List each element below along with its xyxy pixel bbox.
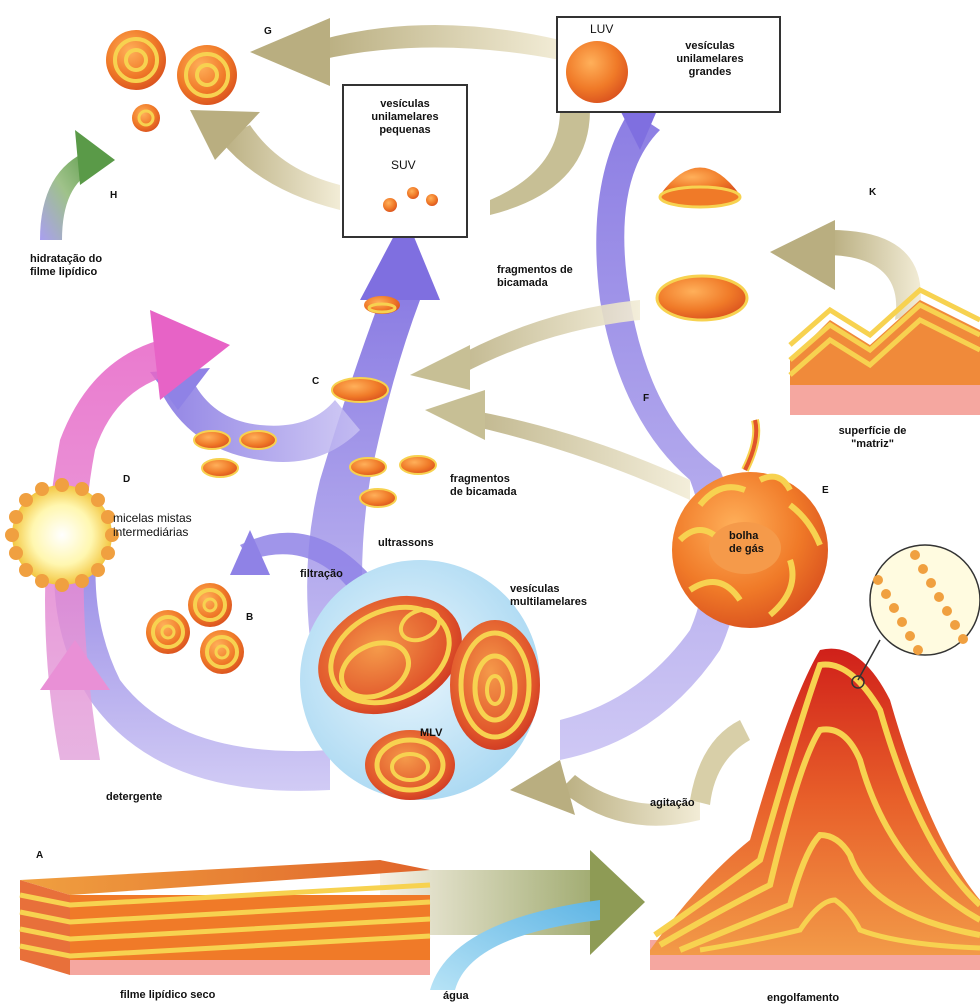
mlv-label: MLV (420, 727, 442, 740)
luv-description: vesículas unilamelares grandes (655, 40, 765, 79)
mlv-description: vesículas multilamelares (510, 583, 587, 609)
matrix-label: superfície de "matriz" (825, 425, 920, 451)
gas-bubble-label: bolha de gás (729, 530, 764, 556)
dry-film-label: filme lipídico seco (120, 989, 215, 1002)
ultrasound-label: ultrassons (378, 537, 434, 550)
step-letter-h: H (110, 190, 117, 201)
step-letter-a: A (36, 850, 43, 861)
detergent-label: detergente (106, 791, 162, 804)
agitation-label: agitação (650, 797, 695, 810)
arrow-agitation-head (510, 760, 575, 815)
suv-label: SUV (391, 158, 416, 172)
mixed-micelle (5, 478, 119, 592)
fragments-mid-label: fragmentos de bicamada (450, 473, 517, 499)
arrow-frag-top-head (410, 345, 470, 390)
water-label: água (443, 990, 469, 1003)
arrow-agitation-up (690, 720, 750, 805)
step-letter-g: G (264, 26, 272, 37)
arrow-suv-to-cluster (220, 125, 340, 210)
step-letter-c: C (312, 376, 319, 387)
arrow-luv-to-suv (490, 110, 590, 215)
arrow-g-head (250, 18, 330, 86)
small-vesicles-b (146, 583, 244, 674)
arrow-frag-mid-head (425, 390, 485, 440)
arrow-g (320, 25, 560, 60)
step-letter-e: E (822, 485, 829, 496)
suv-description: vesículas unilamelares pequenas (350, 98, 460, 137)
bilayer-zoom-inset (852, 545, 980, 688)
matrix-surface (790, 290, 980, 415)
step-letter-b: B (246, 612, 253, 623)
step-letter-d: D (123, 474, 130, 485)
dry-lipid-film (20, 860, 430, 975)
luv-label: LUV (590, 22, 613, 36)
bilayer-fragments-f (657, 168, 747, 321)
arrow-k-head (770, 220, 835, 290)
fragments-top-label: fragmentos de bicamada (497, 264, 573, 290)
engulfing-label: engolfamento (767, 992, 839, 1005)
vesicle-forming-c (364, 296, 400, 314)
filtration-label: filtração (300, 568, 343, 581)
mlv-cluster (299, 560, 540, 800)
arrow-h-head (75, 130, 115, 185)
hydration-label: hidratação do filme lipídico (30, 253, 102, 279)
arrow-k (830, 230, 921, 320)
step-letter-f: F (643, 393, 649, 404)
luv-particle (566, 41, 628, 103)
micelles-label: micelas mistas intermediárias (113, 511, 192, 539)
step-letter-k: K (869, 187, 876, 198)
